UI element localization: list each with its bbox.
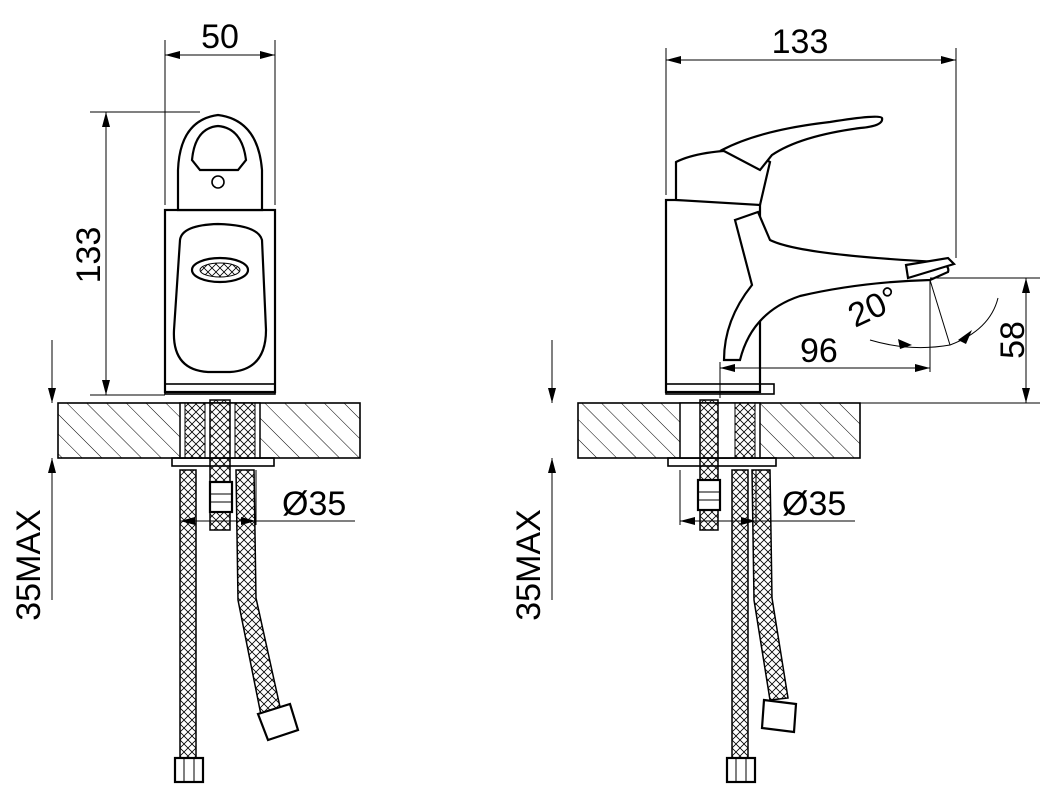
length-label: 133 xyxy=(772,23,829,61)
supply-hose-side xyxy=(725,469,798,784)
mounting-nut-side xyxy=(696,478,722,512)
mounting-nut xyxy=(208,480,234,514)
countertop-section-side xyxy=(577,402,1040,459)
dimension-width: 50 xyxy=(164,18,276,205)
dimension-thickness: 35MAX xyxy=(10,340,56,621)
height-label: 133 xyxy=(70,227,108,284)
faucet-body-front xyxy=(163,113,277,395)
thickness-label-side: 35MAX xyxy=(510,509,548,621)
dimension-thickness-side: 35MAX xyxy=(510,340,556,621)
front-view: 50 133 35MAX Ø35 xyxy=(10,18,361,784)
dimension-reach: 96 xyxy=(719,280,931,398)
dimension-length: 133 xyxy=(665,23,957,258)
faucet-body-side xyxy=(664,115,957,395)
hole-label: Ø35 xyxy=(282,485,346,523)
width-label: 50 xyxy=(201,18,239,56)
spout-height-label: 58 xyxy=(994,321,1032,359)
dimension-hole: Ø35 xyxy=(179,470,355,525)
dimension-hole-side: Ø35 xyxy=(679,470,855,525)
mounting-plate xyxy=(171,457,275,467)
countertop-section xyxy=(57,402,361,459)
thickness-label: 35MAX xyxy=(10,509,48,621)
side-view: 133 96 58 20° xyxy=(510,23,1040,784)
hole-label-side: Ø35 xyxy=(782,485,846,523)
mounting-plate-side xyxy=(667,457,777,467)
dimension-height: 133 xyxy=(70,111,200,396)
dimension-spout-height: 58 xyxy=(930,277,1040,403)
supply-hose xyxy=(173,469,300,784)
dimension-angle: 20° xyxy=(842,279,999,349)
reach-label: 96 xyxy=(800,332,838,370)
